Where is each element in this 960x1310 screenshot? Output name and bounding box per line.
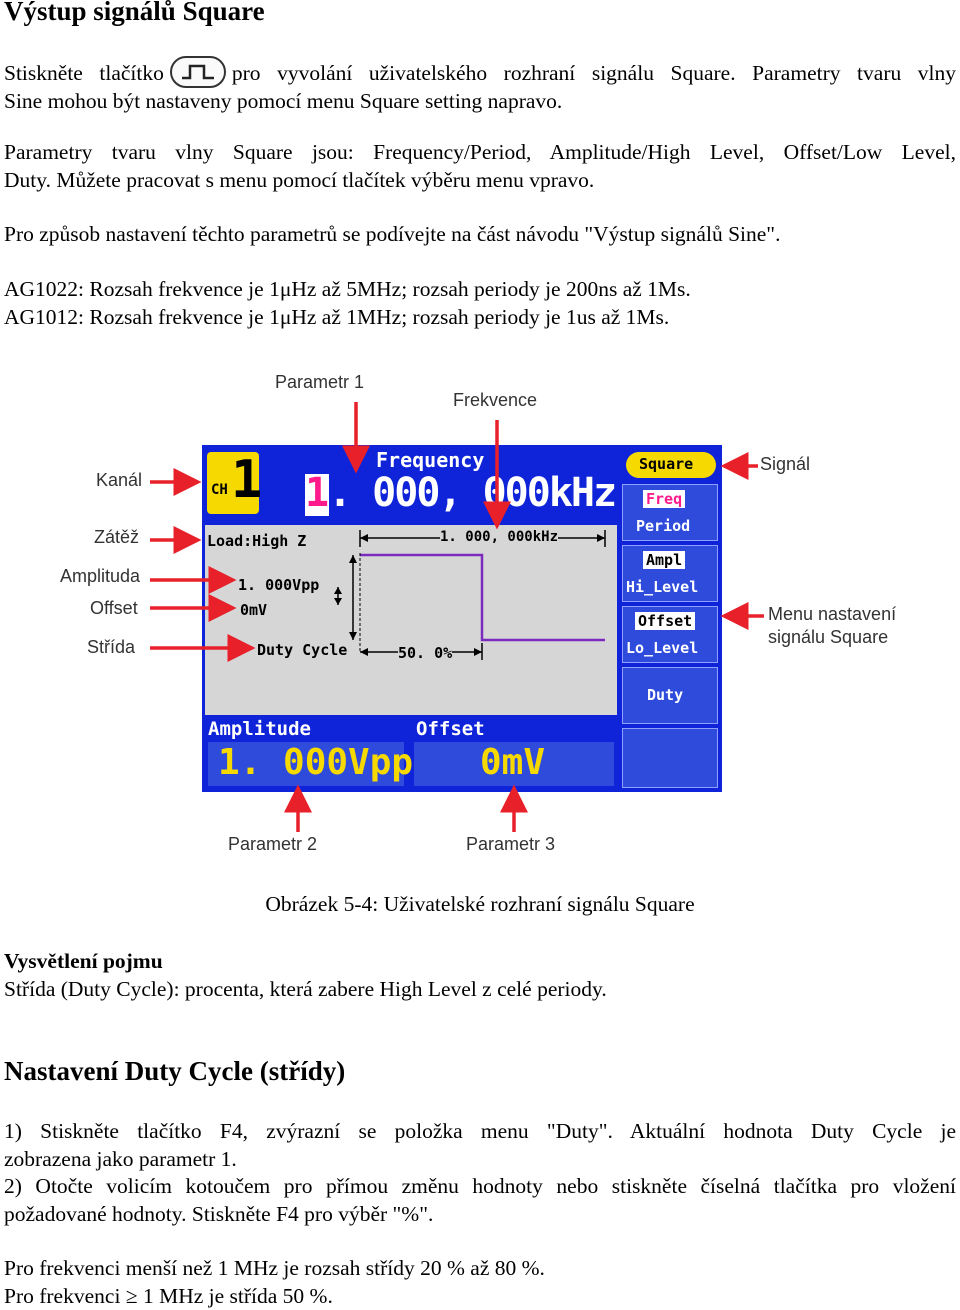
menu-freq-label: Freq bbox=[643, 490, 686, 508]
frequency-first-digit: 1 bbox=[305, 470, 330, 516]
period-readout: 1. 000, 000kHz bbox=[440, 529, 559, 545]
label-offset: Offset bbox=[90, 598, 138, 618]
menu-signal-label: Square bbox=[639, 455, 694, 473]
menu-freq-period-button[interactable]: Freq Period bbox=[622, 484, 718, 541]
frequency-title: Frequency bbox=[376, 448, 485, 472]
label-zatez: Zátěž bbox=[94, 527, 140, 547]
page-title: Výstup signálů Square bbox=[4, 0, 265, 26]
param3-label: Offset bbox=[416, 718, 485, 740]
term-heading: Vysvětlení pojmu bbox=[4, 949, 163, 973]
menu-duty-button[interactable]: Duty bbox=[622, 667, 718, 724]
menu-empty-button[interactable] bbox=[622, 728, 718, 788]
step2-line1: 2) Otočte volicím kotoučem pro přímou zm… bbox=[4, 1174, 956, 1198]
label-amplituda: Amplituda bbox=[60, 566, 141, 586]
range-paragraph: AG1022: Rozsah frekvence je 1μHz až 5MHz… bbox=[4, 276, 956, 331]
term-block: Vysvětlení pojmu Střída (Duty Cycle): pr… bbox=[4, 948, 956, 1003]
reference-paragraph: Pro způsob nastavení těchto parametrů se… bbox=[4, 222, 781, 246]
range-ag1012: AG1012: Rozsah frekvence je 1μHz až 1MHz… bbox=[4, 304, 670, 329]
annotation-arrows bbox=[150, 402, 764, 832]
amplitude-readout: 1. 000Vpp bbox=[238, 576, 320, 594]
section-heading: Nastavení Duty Cycle (střídy) bbox=[4, 1056, 346, 1086]
menu-ampl-hilevel-button[interactable]: Ampl Hi_Level bbox=[622, 545, 718, 602]
param2-value: 1. 000Vpp bbox=[218, 742, 414, 783]
parameters-line1: Parametry tvaru vlny Square jsou: Freque… bbox=[4, 140, 956, 164]
label-parametr1: Parametr 1 bbox=[275, 372, 365, 392]
intro-text-before: Stiskněte tlačítko bbox=[4, 61, 164, 85]
label-menu-line2: signálu Square bbox=[768, 627, 889, 647]
load-readout: Load:High Z bbox=[207, 532, 307, 550]
menu-period-label: Period bbox=[636, 517, 691, 535]
duty-label: Duty Cycle bbox=[257, 641, 348, 659]
step1-line2: zobrazena jako parametr 1. bbox=[4, 1146, 237, 1171]
label-strida: Střída bbox=[87, 637, 136, 657]
notes-block: Pro frekvenci menší než 1 MHz je rozsah … bbox=[4, 1255, 956, 1310]
menu-signal-badge[interactable]: Square bbox=[626, 452, 716, 478]
menu-offset-label: Offset bbox=[635, 612, 696, 630]
channel-badge: CH 1 bbox=[207, 450, 263, 514]
label-kanal: Kanál bbox=[96, 470, 143, 490]
note-below-1mhz: Pro frekvenci menší než 1 MHz je rozsah … bbox=[4, 1256, 545, 1280]
param2-box: Amplitude 1. 000Vpp bbox=[204, 718, 413, 790]
note-above-1mhz: Pro frekvenci ≥ 1 MHz je střída 50 %. bbox=[4, 1283, 333, 1308]
parameters-paragraph: Parametry tvaru vlny Square jsou: Freque… bbox=[4, 139, 956, 194]
range-ag1022: AG1022: Rozsah frekvence je 1μHz až 5MHz… bbox=[4, 277, 691, 301]
label-menu-line1: Menu nastavení bbox=[768, 604, 897, 624]
label-parametr2: Parametr 2 bbox=[228, 834, 318, 854]
waveform-plot bbox=[205, 525, 617, 715]
intro-paragraph: Stiskněte tlačítko pro vyvolání uživatels… bbox=[4, 56, 956, 116]
menu-duty-label: Duty bbox=[647, 686, 684, 704]
cursor-highlight bbox=[305, 474, 329, 516]
intro-text-line2: Sine mohou být nastaveny pomocí menu Squ… bbox=[4, 89, 563, 113]
parameters-line2: Duty. Můžete pracovat s menu pomocí tlač… bbox=[4, 167, 595, 192]
param2-label: Amplitude bbox=[208, 718, 311, 740]
label-frekvence: Frekvence bbox=[453, 390, 538, 410]
intro-text-after: pro vyvolání uživatelského rozhraní sign… bbox=[231, 61, 957, 85]
steps-block: 1) Stiskněte tlačítko F4, zvýrazní se po… bbox=[4, 1118, 956, 1228]
channel-number: 1 bbox=[231, 450, 263, 510]
figure-caption: Obrázek 5-4: Uživatelské rozhraní signál… bbox=[265, 892, 695, 916]
channel-label: CH bbox=[211, 482, 228, 498]
param3-value: 0mV bbox=[480, 742, 546, 783]
label-parametr3: Parametr 3 bbox=[466, 834, 556, 854]
square-wave-button-icon bbox=[169, 56, 226, 88]
frequency-value: . 000, 000kHz bbox=[328, 470, 617, 516]
menu-offset-lolevel-button[interactable]: Offset Lo_Level bbox=[622, 606, 718, 663]
param3-box: Offset 0mV bbox=[412, 718, 616, 790]
term-text: Střída (Duty Cycle): procenta, která zab… bbox=[4, 976, 607, 1001]
step1-line1: 1) Stiskněte tlačítko F4, zvýrazní se po… bbox=[4, 1119, 956, 1143]
label-signal: Signál bbox=[760, 454, 811, 474]
step2-line2: požadované hodnoty. Stiskněte F4 pro výb… bbox=[4, 1201, 434, 1226]
menu-lolevel-label: Lo_Level bbox=[626, 639, 699, 657]
duty-readout: 50. 0% bbox=[398, 644, 453, 662]
offset-readout: 0mV bbox=[240, 601, 268, 619]
menu-ampl-label: Ampl bbox=[643, 551, 686, 569]
menu-hilevel-label: Hi_Level bbox=[626, 578, 699, 596]
